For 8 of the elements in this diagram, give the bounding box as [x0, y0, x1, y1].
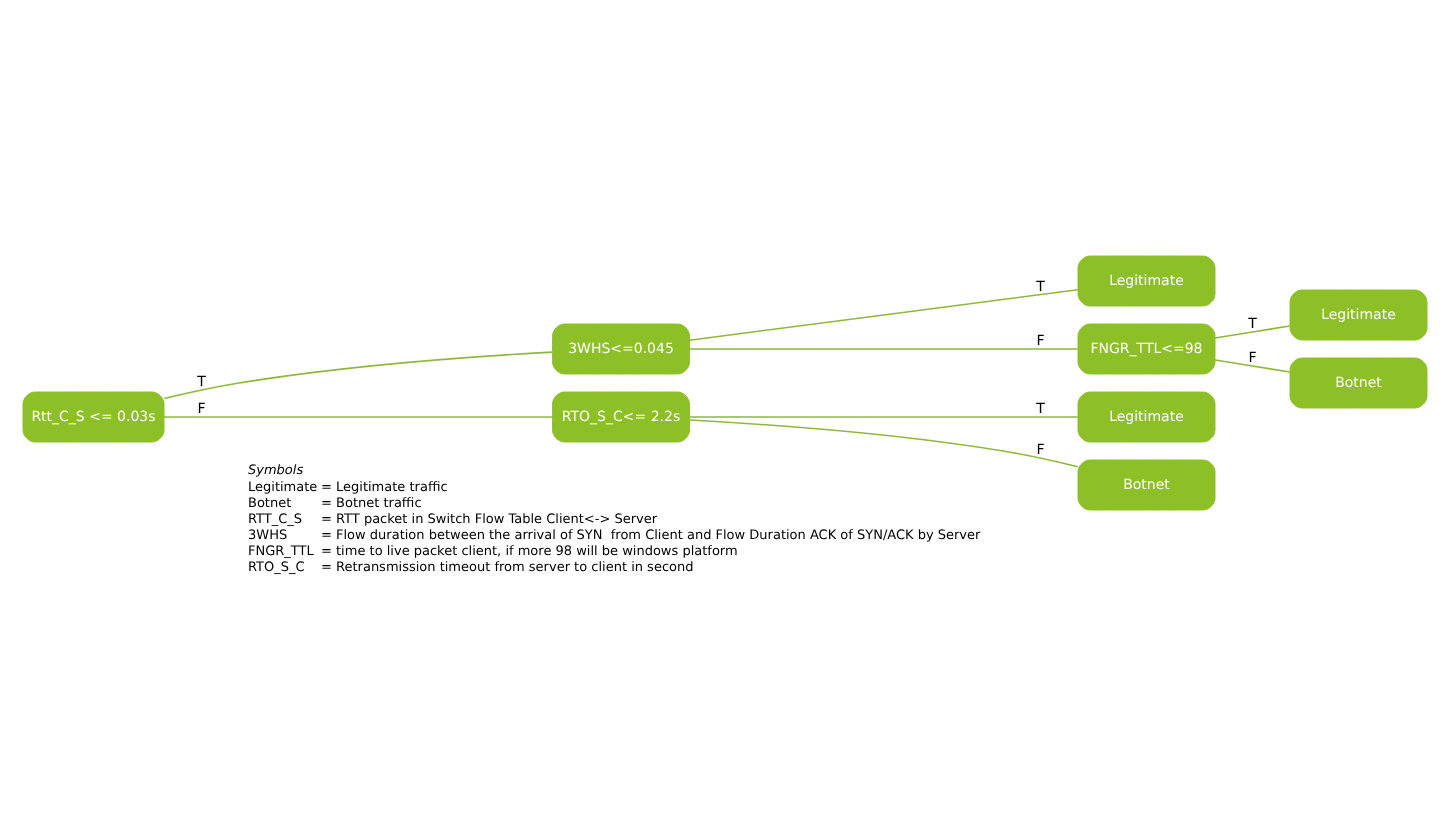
connector — [1214, 358, 1291, 372]
connector — [163, 350, 553, 399]
connector — [688, 415, 1079, 417]
connector — [689, 418, 1079, 467]
connector — [688, 347, 1079, 349]
connector — [163, 415, 554, 417]
connector — [688, 288, 1079, 340]
connector — [1214, 324, 1291, 338]
